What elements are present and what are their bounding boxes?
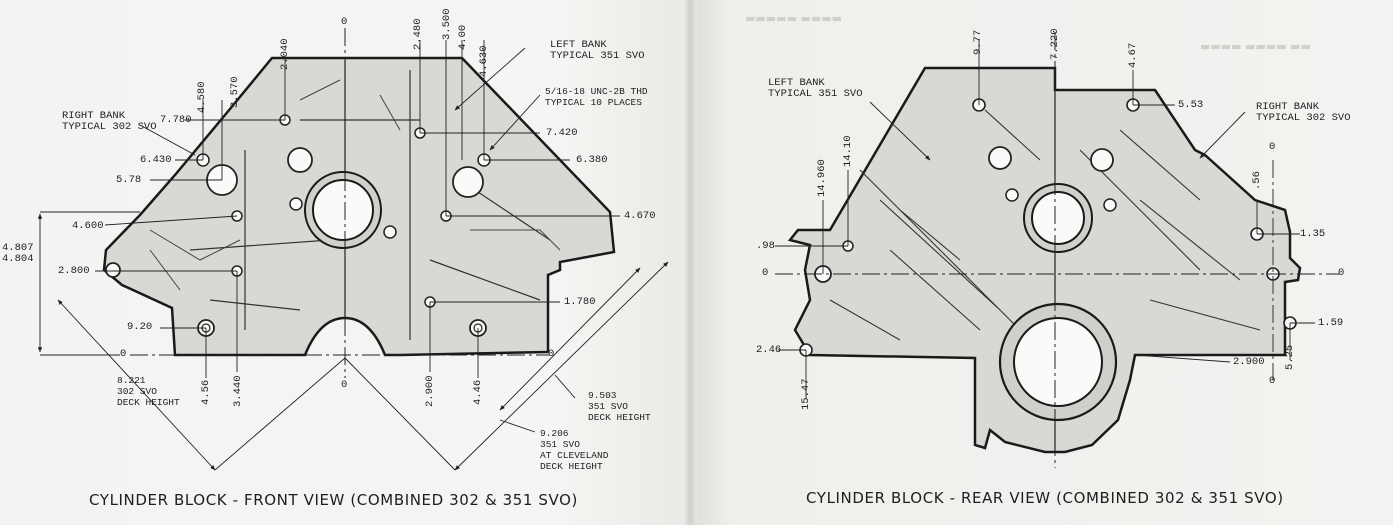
front-deck-351-callout: 9.503 351 SVO DECK HEIGHT <box>588 390 651 423</box>
bleed-through-text: ▬▬▬▬▬ ▬▬▬▬ <box>745 12 843 25</box>
rear-vdim-977: 9.77 <box>972 29 984 55</box>
rear-vdim-525: 5.25 <box>1284 344 1296 370</box>
rear-block-outline <box>787 66 1302 454</box>
dim-4670: 4.670 <box>624 210 656 222</box>
rear-zero-top: 0 <box>1269 141 1276 153</box>
dim-6430: 6.430 <box>140 154 172 166</box>
rear-vdim-7220: 7.220 <box>1049 28 1061 60</box>
dim-4804: 4.804 <box>2 253 34 265</box>
rear-dim-2900: 2.900 <box>1233 356 1265 368</box>
rear-vdim-467: 4.67 <box>1127 42 1139 68</box>
dim-4807: 4.807 <box>2 242 34 254</box>
dim-578: 5.78 <box>116 174 142 186</box>
rear-dim-159: 1.59 <box>1318 317 1344 329</box>
vdim-456: 4.56 <box>200 379 212 405</box>
front-deck-cleveland-callout: 9.206 351 SVO AT CLEVELAND DECK HEIGHT <box>540 428 609 472</box>
rear-dim-553: 5.53 <box>1178 99 1204 111</box>
front-zero-top: 0 <box>341 16 348 28</box>
vdim-2040: 2.040 <box>279 38 291 70</box>
rear-vdim-1547: 15.47 <box>800 378 812 410</box>
front-right-bank-callout: RIGHT BANK TYPICAL 302 SVO <box>62 110 157 133</box>
rear-right-bank-callout: RIGHT BANK TYPICAL 302 SVO <box>1256 101 1351 124</box>
bleed-through-text-2: ▬▬▬▬ ▬▬▬▬ ▬▬ <box>1200 40 1311 53</box>
front-view-drawing <box>37 28 669 471</box>
rear-dim-98: .98 <box>756 240 775 252</box>
rear-left-bank-callout: LEFT BANK TYPICAL 351 SVO <box>768 77 863 100</box>
rear-zero-left: 0 <box>762 267 769 279</box>
vdim-3570: 3.570 <box>229 76 241 108</box>
vdim-3500: 3.500 <box>441 8 453 40</box>
dim-4600: 4.600 <box>72 220 104 232</box>
dim-7420: 7.420 <box>546 127 578 139</box>
vdim-400: 4.00 <box>457 24 469 50</box>
front-left-bank-callout: LEFT BANK TYPICAL 351 SVO <box>550 39 645 62</box>
vdim-2900: 2.900 <box>424 375 436 407</box>
front-view-caption: CYLINDER BLOCK - FRONT VIEW (COMBINED 30… <box>89 491 578 509</box>
dim-920: 9.20 <box>127 321 153 333</box>
dim-6380: 6.380 <box>576 154 608 166</box>
dim-2800: 2.800 <box>58 265 90 277</box>
front-zero-left: 0 <box>120 348 127 360</box>
vdim-2480: 2.480 <box>412 18 424 50</box>
vdim-446: 4.46 <box>472 379 484 405</box>
rear-zero-bottom: 0 <box>1269 375 1276 387</box>
vdim-3440: 3.440 <box>232 375 244 407</box>
rear-vdim-56: .56 <box>1251 171 1263 190</box>
rear-view-caption: CYLINDER BLOCK - REAR VIEW (COMBINED 302… <box>806 489 1284 507</box>
front-zero-right: 0 <box>548 348 555 360</box>
rear-vdim-14960: 14.960 <box>816 159 828 197</box>
dim-1780: 1.780 <box>564 296 596 308</box>
front-thread-callout: 5/16-18 UNC-2B THD TYPICAL 10 PLACES <box>545 86 648 108</box>
front-deck-302-callout: 8.221 302 SVO DECK HEIGHT <box>117 375 180 408</box>
vdim-4580: 4.580 <box>196 81 208 113</box>
rear-view-drawing <box>775 32 1340 468</box>
dim-7780: 7.780 <box>160 114 192 126</box>
front-zero-bottom: 0 <box>341 379 348 391</box>
rear-zero-right: 0 <box>1338 267 1345 279</box>
book-gutter <box>683 0 697 525</box>
rear-vdim-1410: 14.10 <box>842 135 854 167</box>
rear-dim-246: 2.46 <box>756 344 782 356</box>
vdim-4630: 4.630 <box>478 45 490 77</box>
rear-dim-135: 1.35 <box>1300 228 1326 240</box>
